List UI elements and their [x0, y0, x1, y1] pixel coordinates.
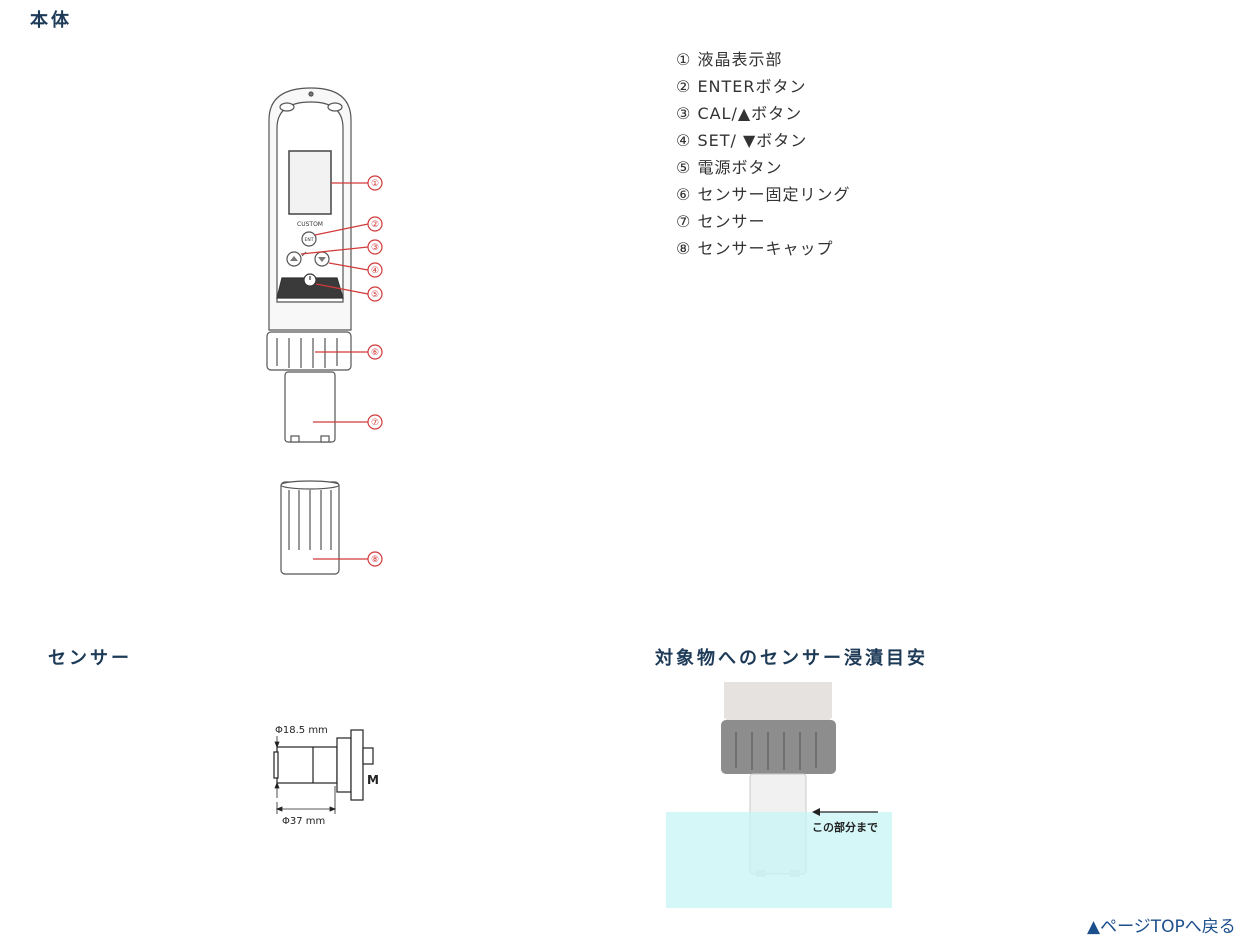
parts-list-item: ② ENTERボタン	[676, 77, 807, 96]
side-mark: M	[367, 773, 379, 787]
svg-text:①: ①	[371, 179, 379, 189]
section-title-immersion: 対象物へのセンサー浸漬目安	[655, 648, 928, 669]
enter-key-label: ENT	[305, 237, 314, 243]
svg-text:⑦: ⑦	[371, 418, 379, 428]
parts-list-item: ① 液晶表示部	[676, 50, 783, 69]
parts-list-item: ⑧ センサーキャップ	[676, 239, 834, 258]
parts-list-item: ⑤ 電源ボタン	[676, 158, 783, 177]
parts-list: ① 液晶表示部 ② ENTERボタン ③ CAL/▲ボタン ④ SET/ ▼ボタ…	[676, 46, 850, 262]
svg-text:④: ④	[371, 266, 379, 276]
parts-list-item: ④ SET/ ▼ボタン	[676, 131, 808, 150]
immersion-note: この部分まで	[812, 820, 878, 834]
inner-diameter-label: Φ18.5 mm	[275, 725, 328, 736]
sensor-dimension-diagram: Φ18.5 mm Φ37 mm M	[273, 725, 379, 827]
outer-diameter-label: Φ37 mm	[282, 816, 325, 827]
immersion-guide-illustration: この部分まで	[666, 682, 892, 908]
svg-text:⑤: ⑤	[371, 290, 379, 300]
parts-list-item: ⑥ センサー固定リング	[676, 185, 851, 204]
page-top-link[interactable]: ▲ページTOPへ戻る	[1087, 917, 1236, 937]
parts-list-item: ⑦ センサー	[676, 212, 766, 231]
device-brand: CUSTOM	[297, 221, 323, 228]
device-diagram: CUSTOM ENT ① ② ③ ④ ⑤ ⑥ ⑦ ⑧	[266, 87, 383, 575]
svg-text:③: ③	[371, 243, 379, 253]
section-title-sensor: センサー	[48, 648, 132, 669]
parts-list-item: ③ CAL/▲ボタン	[676, 104, 803, 123]
svg-text:②: ②	[371, 220, 379, 230]
callout-numbers: ① ② ③ ④ ⑤ ⑥ ⑦ ⑧	[371, 179, 379, 565]
svg-text:⑧: ⑧	[371, 555, 379, 565]
svg-text:⑥: ⑥	[371, 348, 379, 358]
section-title-body: 本体	[30, 10, 72, 31]
